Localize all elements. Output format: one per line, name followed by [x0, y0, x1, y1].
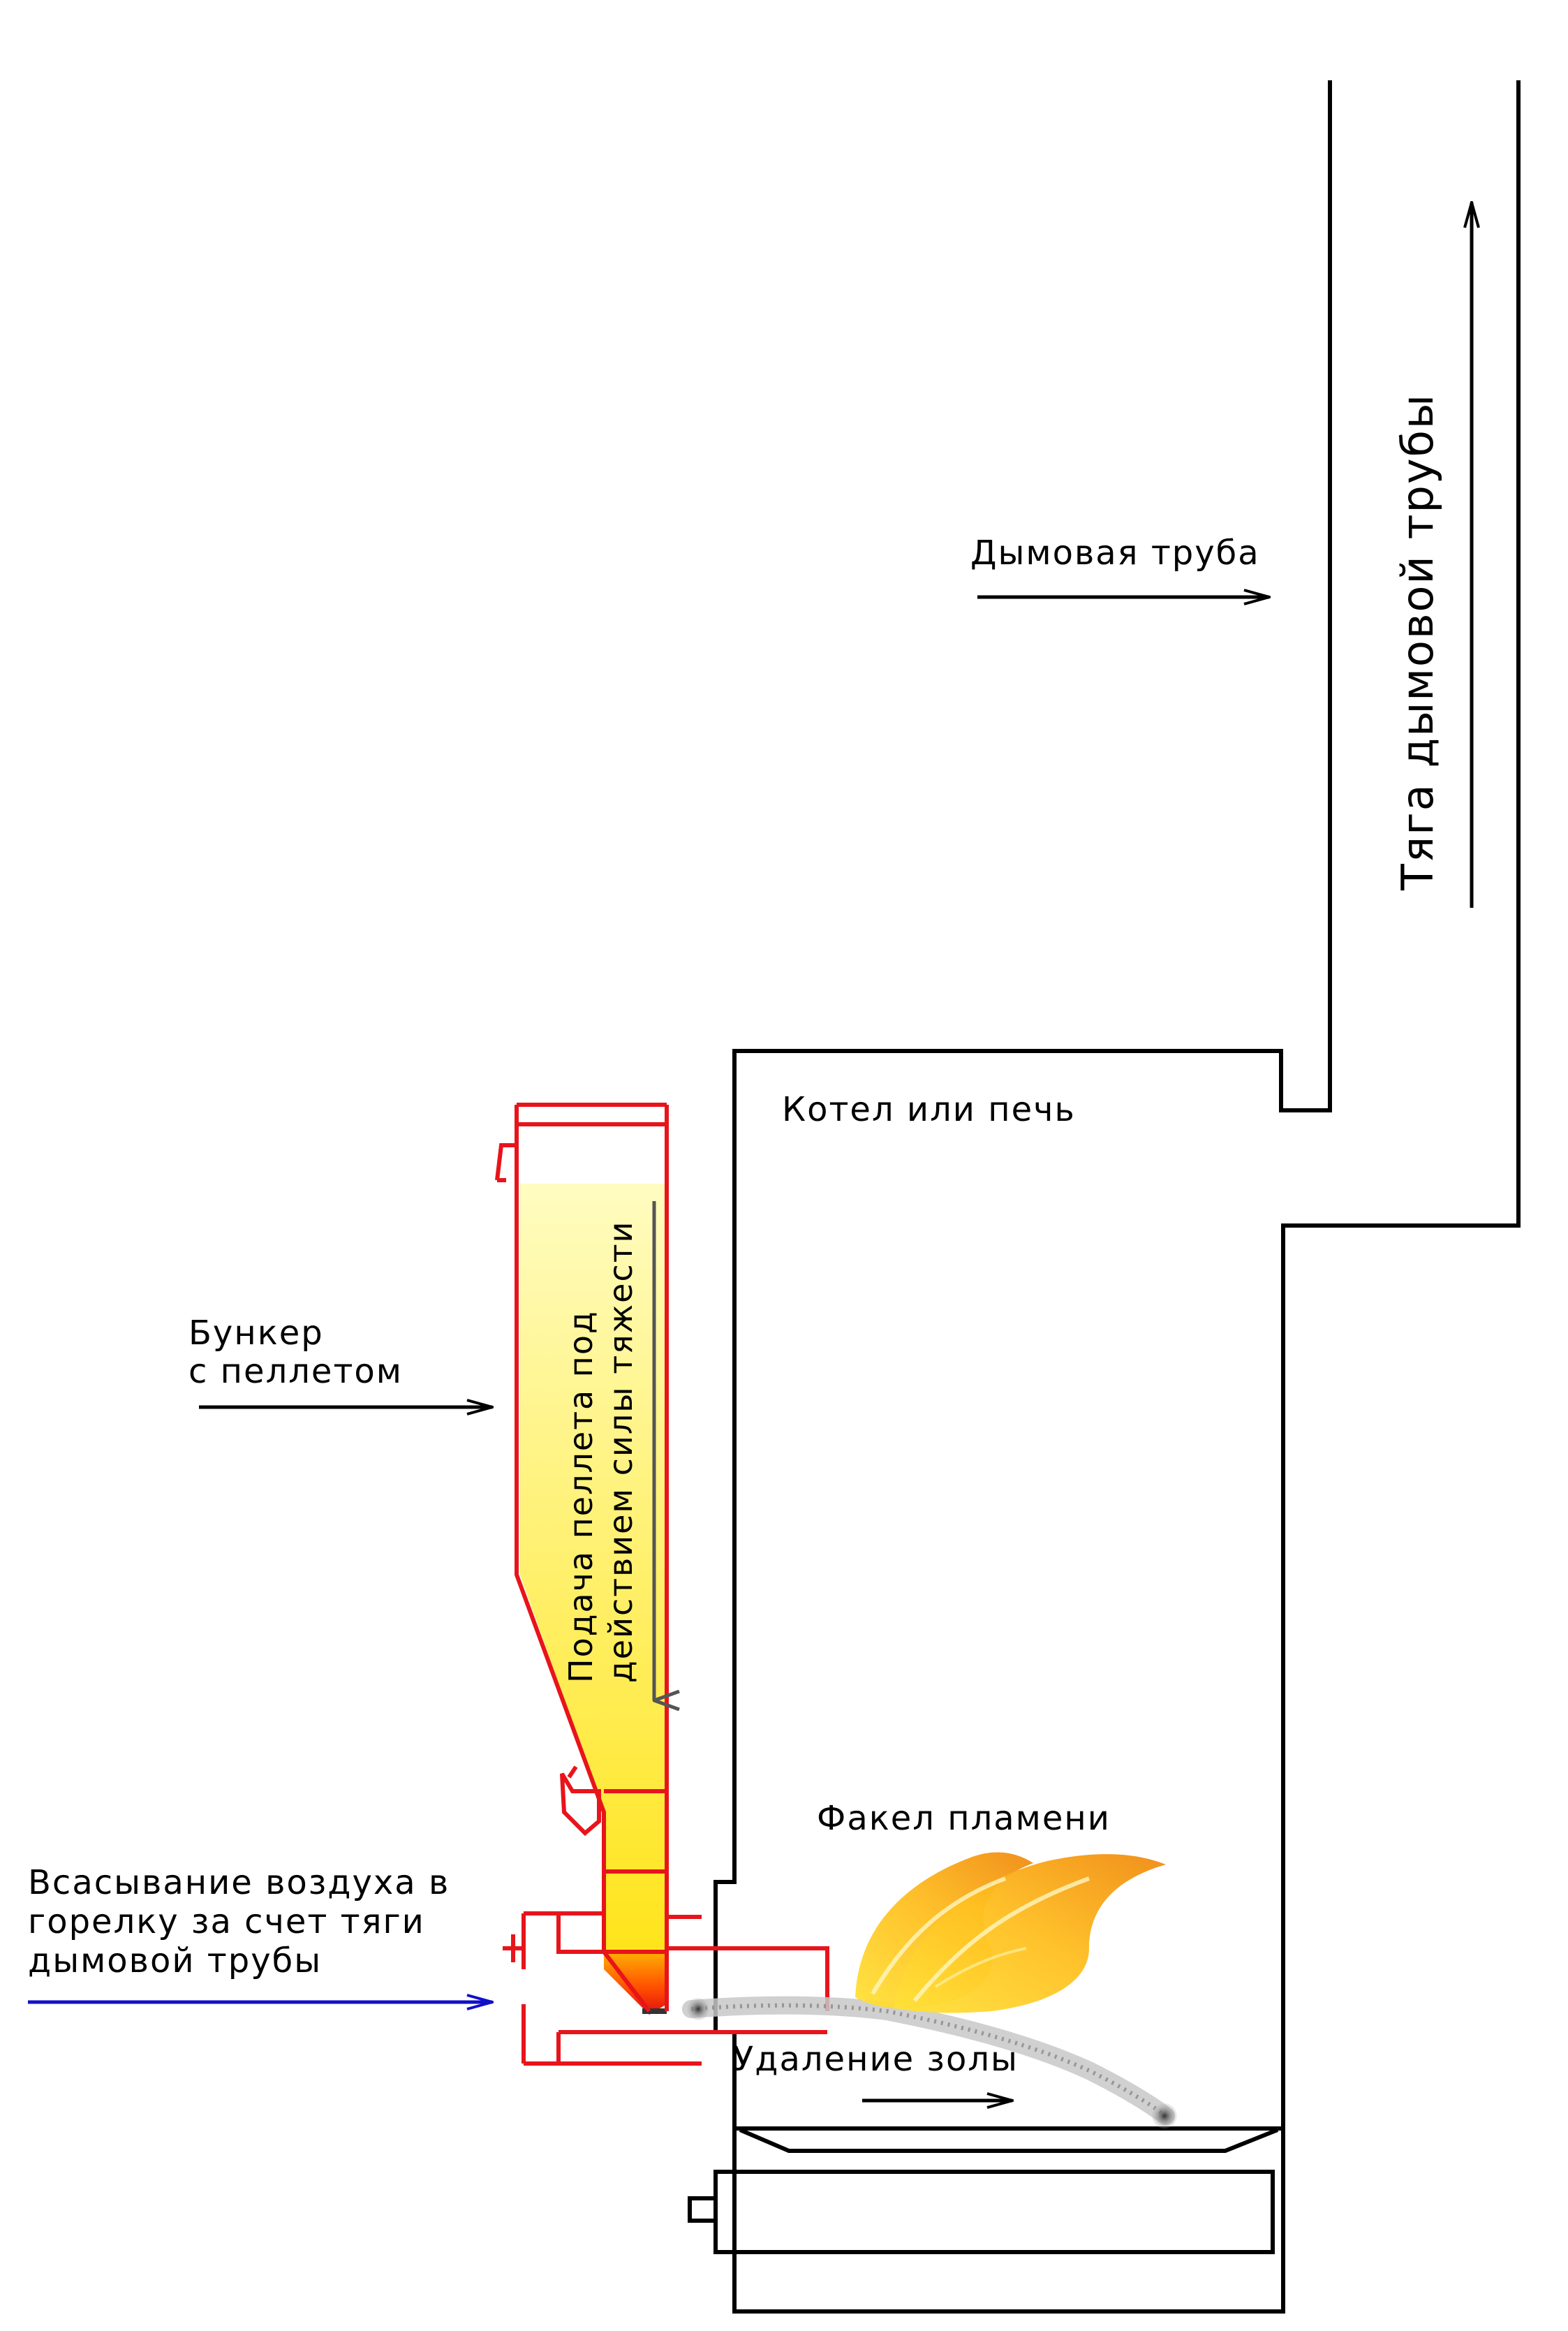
chimney-draft-label: Тяга дымовой трубы: [1392, 393, 1443, 891]
pellet-feed-label-line2: действием силы тяжести: [602, 1221, 639, 1683]
pellet-feed-label-line1: Подача пеллета под: [562, 1310, 600, 1683]
pellet-fill: [520, 1184, 667, 1955]
ash-trail: [682, 1996, 1177, 2128]
flame-label: Факел пламени: [817, 1799, 1111, 1838]
ash-removal-label: Удаление золы: [733, 2040, 1019, 2079]
flame: [855, 1852, 1166, 2013]
hopper-label-line1: Бункер: [188, 1314, 324, 1353]
burning-pellets: [604, 1952, 667, 2015]
air-intake-label-line2: горелку за счет тяги: [28, 1902, 425, 1941]
air-intake-label-line3: дымовой трубы: [28, 1941, 322, 1980]
hopper-label-line2: с пеллетом: [188, 1352, 403, 1391]
boiler-label: Котел или печь: [782, 1090, 1076, 1129]
air-intake-label-line1: Всасывание воздуха в: [28, 1863, 450, 1902]
boiler-outline: [688, 80, 1521, 2314]
chimney-label: Дымовая труба: [970, 534, 1260, 573]
pellet-hopper: [495, 1103, 829, 2066]
